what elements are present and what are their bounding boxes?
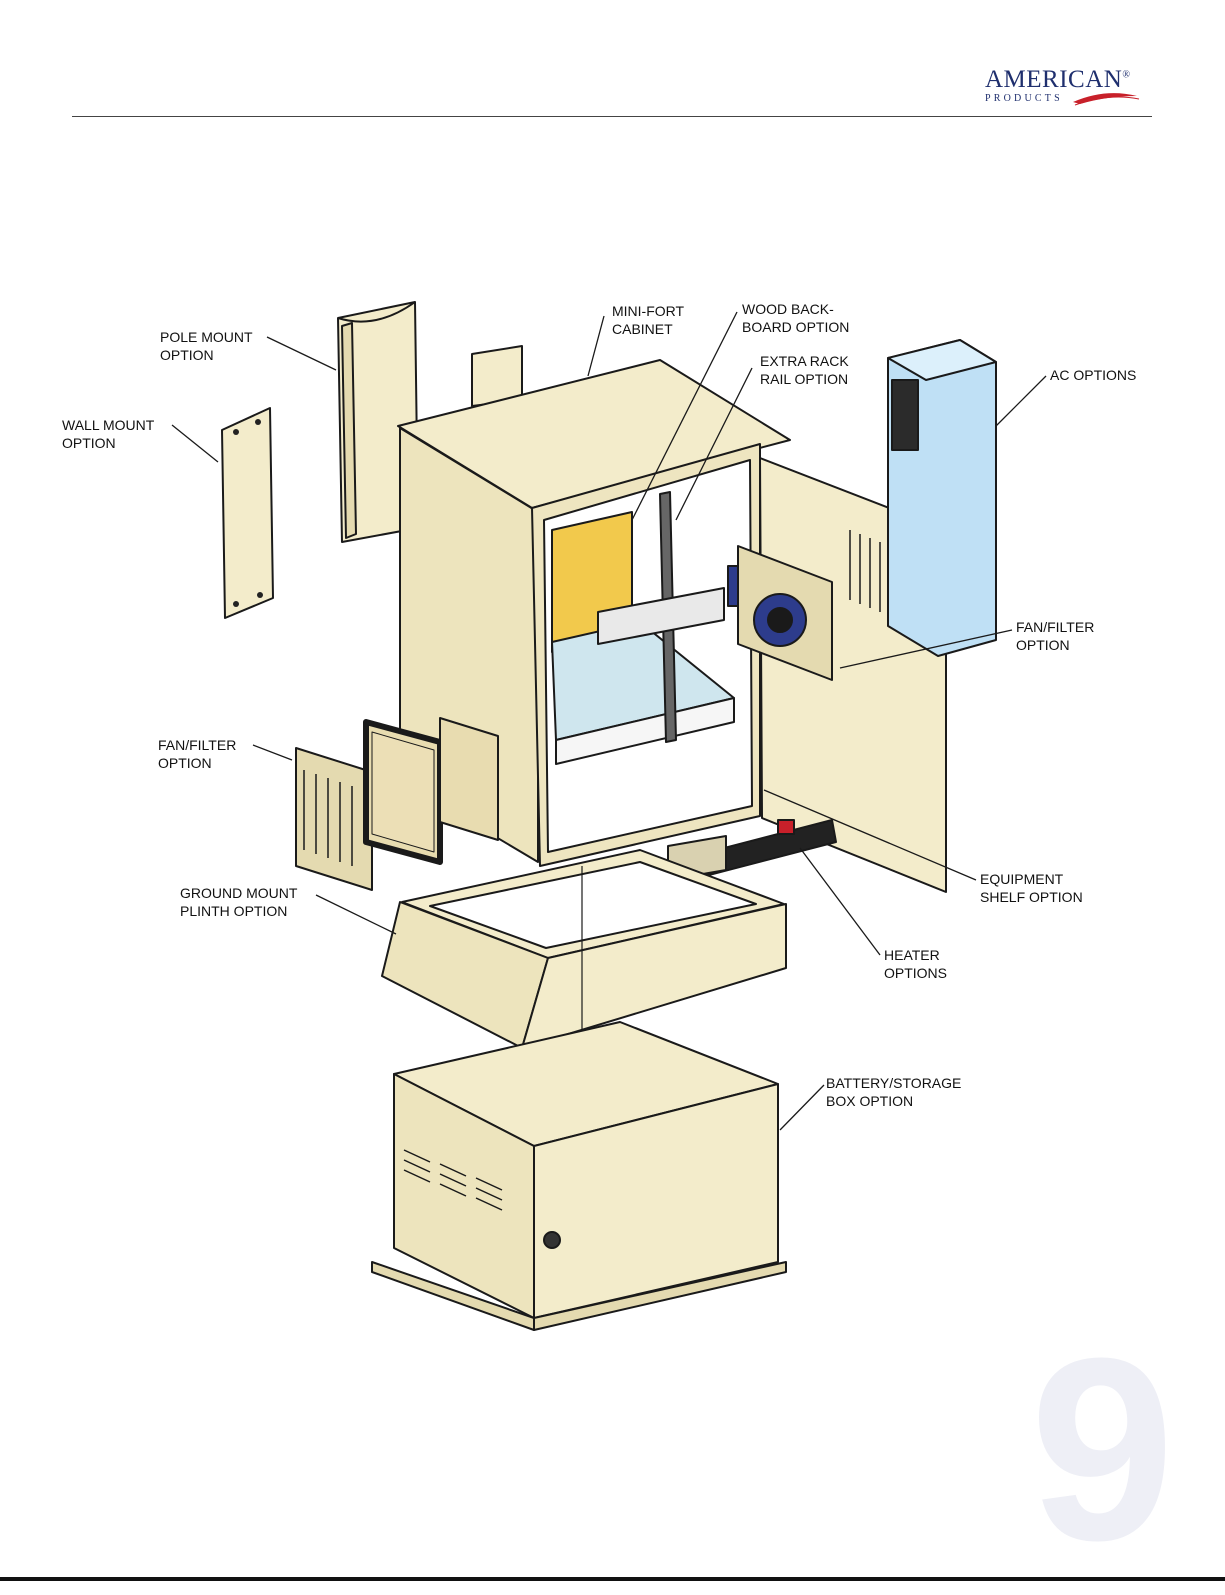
wall-mount-plate [222, 408, 273, 618]
label-wood-backboard-option: WOOD BACK-BOARD OPTION [742, 300, 849, 336]
page-number: 9 [1030, 1320, 1175, 1580]
battery-box-lock [544, 1232, 560, 1248]
footer-rule [0, 1577, 1225, 1581]
left-louver-grille [440, 718, 498, 840]
left-fan-filter-housing [296, 748, 372, 890]
label-ac-options: AC OPTIONS [1050, 366, 1136, 384]
